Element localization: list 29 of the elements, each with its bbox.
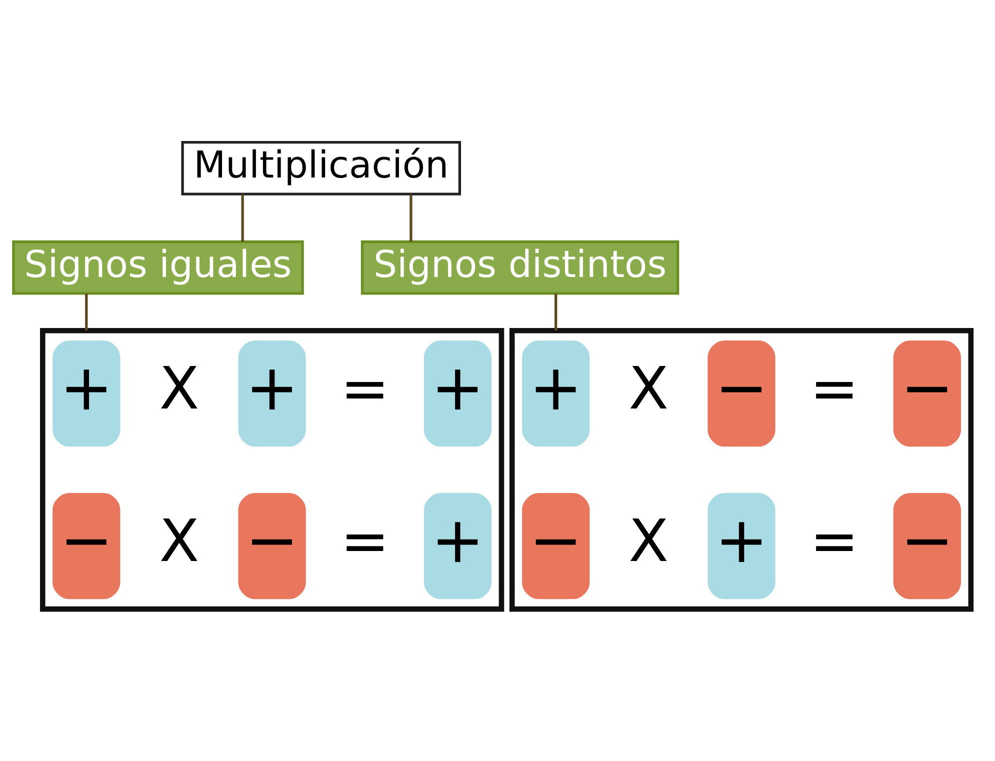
label: X <box>628 354 669 422</box>
node-box: − <box>238 492 306 599</box>
connector <box>410 194 412 242</box>
label: X <box>159 354 200 422</box>
node-box: − <box>893 492 961 599</box>
node-box: Multiplicación <box>181 140 462 195</box>
node-box: − <box>52 492 120 599</box>
label: = <box>340 506 390 574</box>
node-box: + <box>522 340 590 446</box>
cluster <box>40 327 504 612</box>
node-box: + <box>708 492 776 599</box>
node-box: + <box>424 492 492 599</box>
cluster <box>509 327 974 612</box>
node-box: − <box>522 492 590 599</box>
node-box: Signos distintos <box>360 240 680 294</box>
label: = <box>810 506 859 574</box>
label: = <box>340 354 390 422</box>
node-box: + <box>52 340 120 446</box>
node-box: − <box>708 340 776 446</box>
label: = <box>810 354 859 422</box>
node-box: Signos iguales <box>12 240 304 294</box>
connector <box>241 194 244 242</box>
node-box: − <box>893 340 961 446</box>
label: X <box>628 506 669 574</box>
node-box: + <box>424 340 492 446</box>
connector <box>554 293 558 330</box>
label: X <box>159 506 200 574</box>
node-box: + <box>238 340 306 446</box>
connector <box>85 293 88 330</box>
